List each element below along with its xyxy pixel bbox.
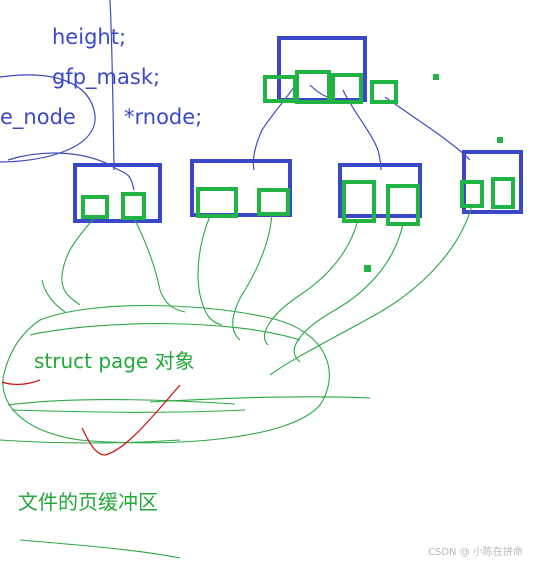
green-pointer-4 — [232, 213, 273, 341]
root-slot-3 — [331, 73, 363, 104]
green-pointer-3 — [197, 215, 223, 326]
watermark: CSDN @ 小陈在拼命 — [428, 545, 523, 558]
blue-link-root-node1 — [252, 81, 298, 171]
green-pointer-2 — [133, 217, 186, 313]
label-e-node: e_node — [0, 105, 76, 130]
green-pointer-1 — [61, 216, 96, 306]
label-gfp-mask: gfp_mask; — [52, 65, 160, 90]
root-slot-4 — [370, 80, 398, 104]
node1-slot-1 — [81, 195, 109, 219]
red-stroke-curve — [81, 384, 181, 456]
node1-slot-2 — [121, 192, 146, 220]
red-stroke-top — [1, 379, 41, 386]
green-pointer-5 — [264, 219, 359, 346]
label-struct-page: struct page 对象 — [34, 349, 195, 373]
blue-link-root-node3 — [384, 96, 471, 161]
node2-slot-1 — [196, 187, 238, 218]
green-scribble-3 — [149, 396, 371, 403]
green-dot-3 — [364, 265, 371, 272]
green-underline-bottom — [19, 539, 181, 559]
page-objects-ellipse — [2, 304, 330, 444]
green-scribble-2 — [11, 409, 246, 413]
node3-slot-1 — [342, 180, 376, 223]
green-scribble-1 — [7, 399, 236, 406]
green-pointer-6 — [293, 223, 404, 363]
green-dot-2 — [497, 137, 503, 143]
label-page-cache: 文件的页缓冲区 — [18, 490, 158, 514]
root-slot-2 — [295, 70, 331, 104]
label-height: height; — [52, 25, 126, 49]
node2-slot-2 — [257, 188, 290, 216]
blue-curve-left-node — [7, 152, 135, 191]
blue-left-loop — [0, 74, 96, 163]
green-dot-1 — [433, 74, 439, 80]
node4-slot-2 — [491, 177, 515, 209]
child-node-box-1 — [73, 163, 162, 223]
blue-vertical-stroke — [109, 0, 115, 171]
label-rnode: *rnode; — [124, 105, 202, 129]
page-objects-ellipse-inner — [29, 323, 301, 341]
green-squiggle-left — [41, 279, 66, 313]
node3-slot-2 — [386, 184, 420, 226]
green-pointer-7 — [269, 204, 473, 376]
child-node-box-3 — [338, 163, 422, 218]
